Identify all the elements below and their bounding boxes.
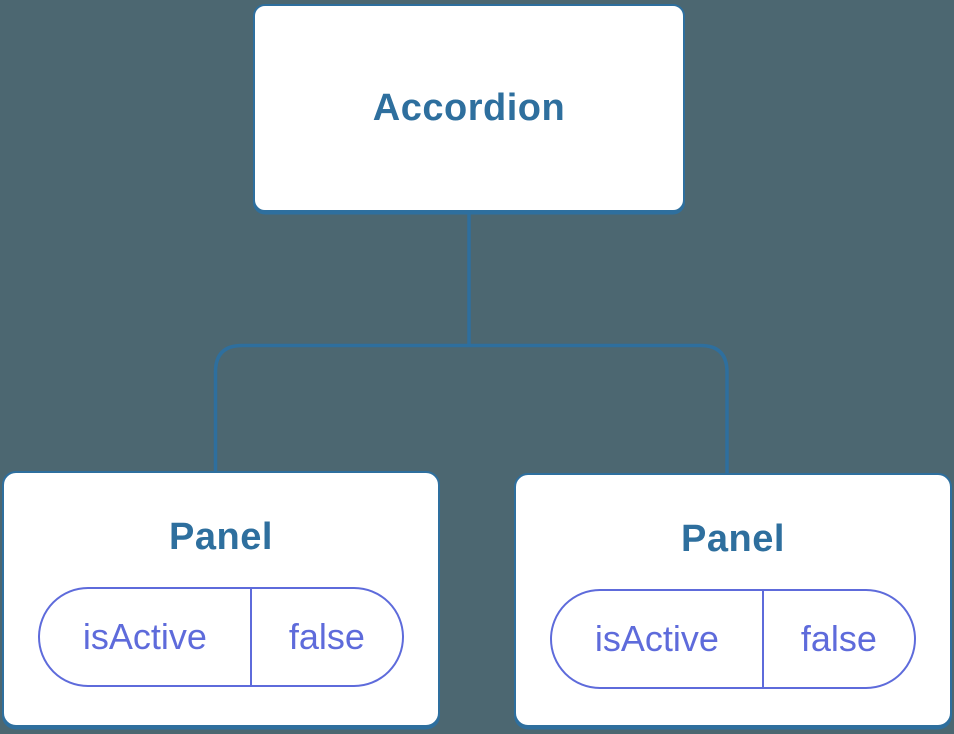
node-panel-right: Panel isActive false	[514, 473, 952, 727]
panel-title: Panel	[681, 518, 785, 560]
node-panel-left: Panel isActive false	[2, 471, 440, 727]
state-value: false	[288, 615, 365, 657]
accordion-label: Accordion	[372, 86, 566, 129]
state-value: false	[800, 617, 877, 659]
panel-title: Panel	[169, 516, 273, 558]
state-key: isActive	[40, 588, 252, 685]
state-pill: isActive false	[38, 586, 404, 687]
node-accordion: Accordion	[253, 4, 685, 212]
connector-branch	[213, 343, 729, 473]
state-key: isActive	[552, 590, 764, 687]
state-pill: isActive false	[550, 588, 916, 689]
